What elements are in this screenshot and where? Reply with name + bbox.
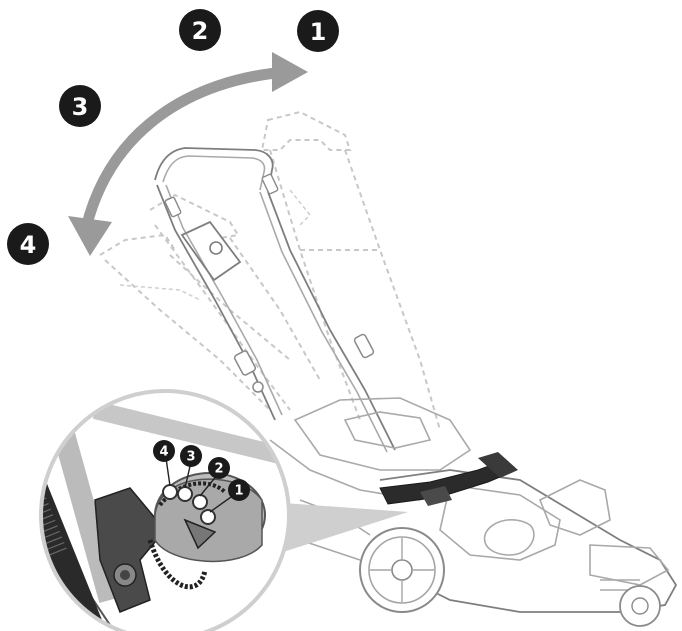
mower-body [264,397,678,627]
position-3-label: 3 [72,93,89,121]
detail-position-1-badge: 1 [228,479,250,501]
detail-inset: 4 3 2 1 [39,389,291,631]
detail-position-2-badge: 2 [208,457,230,479]
detail-position-4-label: 4 [159,445,168,460]
detail-position-3-badge: 3 [180,445,202,467]
handle-current-position [154,147,396,453]
detail-position-4-badge: 4 [153,440,175,462]
ghost-handle-positions [99,110,441,431]
position-4-label: 4 [20,231,37,259]
detail-position-3-label: 3 [186,450,195,465]
rotation-arrow [68,52,308,256]
detail-position-1-label: 1 [234,484,243,499]
position-1-badge: 1 [297,10,339,52]
position-1-label: 1 [310,18,327,46]
position-2-label: 2 [192,17,209,45]
detail-position-2-label: 2 [214,462,223,477]
position-2-badge: 2 [179,9,221,51]
position-4-badge: 4 [7,223,49,265]
position-3-badge: 3 [59,85,101,127]
